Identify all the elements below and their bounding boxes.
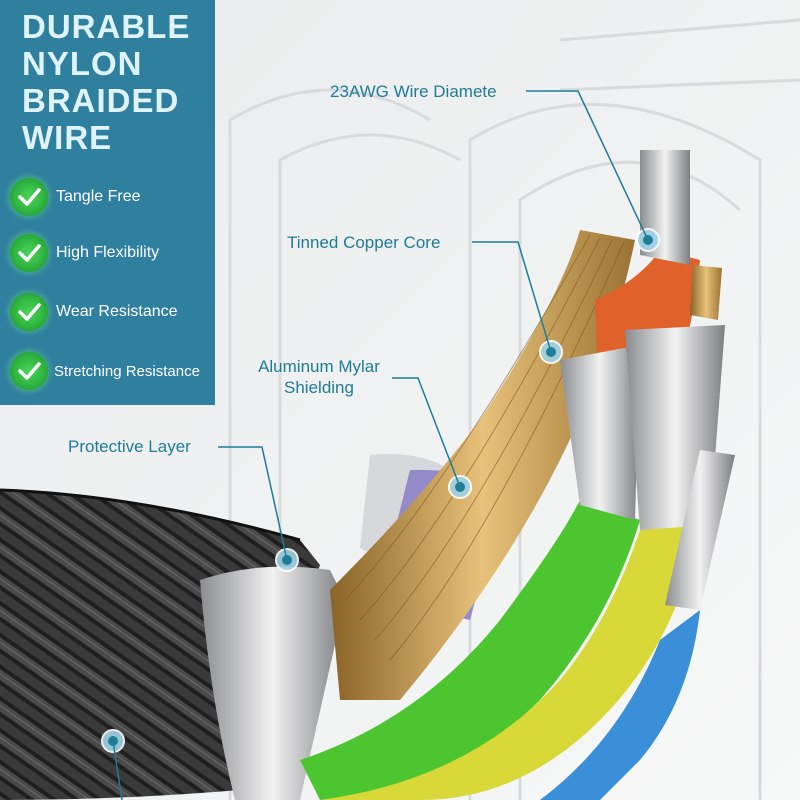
check-circle-icon: [10, 352, 48, 390]
feature-panel: DURABLE NYLON BRAIDED WIRE Tangle Free H…: [0, 0, 215, 405]
feature-stretching-resistance: Stretching Resistance: [10, 352, 200, 390]
callout-protective-layer: Protective Layer: [68, 437, 191, 456]
callout-copper-core: Tinned Copper Core: [287, 233, 441, 252]
feature-label: High Flexibility: [56, 244, 160, 261]
panel-title-line: WIRE: [22, 119, 113, 156]
check-circle-icon: [10, 178, 48, 216]
callout-mylar-line2: Shielding: [284, 378, 354, 397]
feature-label: Stretching Resistance: [54, 362, 200, 380]
feature-wear-resistance: Wear Resistance: [10, 293, 178, 331]
feature-tangle-free: Tangle Free: [10, 178, 141, 216]
check-circle-icon: [10, 234, 48, 272]
callout-mylar-shielding: Aluminum Mylar Shielding: [246, 356, 392, 398]
feature-high-flexibility: High Flexibility: [10, 234, 159, 272]
panel-title-line: BRAIDED: [22, 82, 180, 119]
feature-label: Wear Resistance: [56, 303, 178, 320]
panel-title-line: NYLON: [22, 45, 143, 82]
panel-title-line: DURABLE: [22, 8, 191, 45]
callout-mylar-line1: Aluminum Mylar: [258, 357, 380, 376]
check-circle-icon: [10, 293, 48, 331]
feature-label: Tangle Free: [56, 188, 141, 205]
callout-wire-diameter: 23AWG Wire Diamete: [330, 82, 497, 101]
